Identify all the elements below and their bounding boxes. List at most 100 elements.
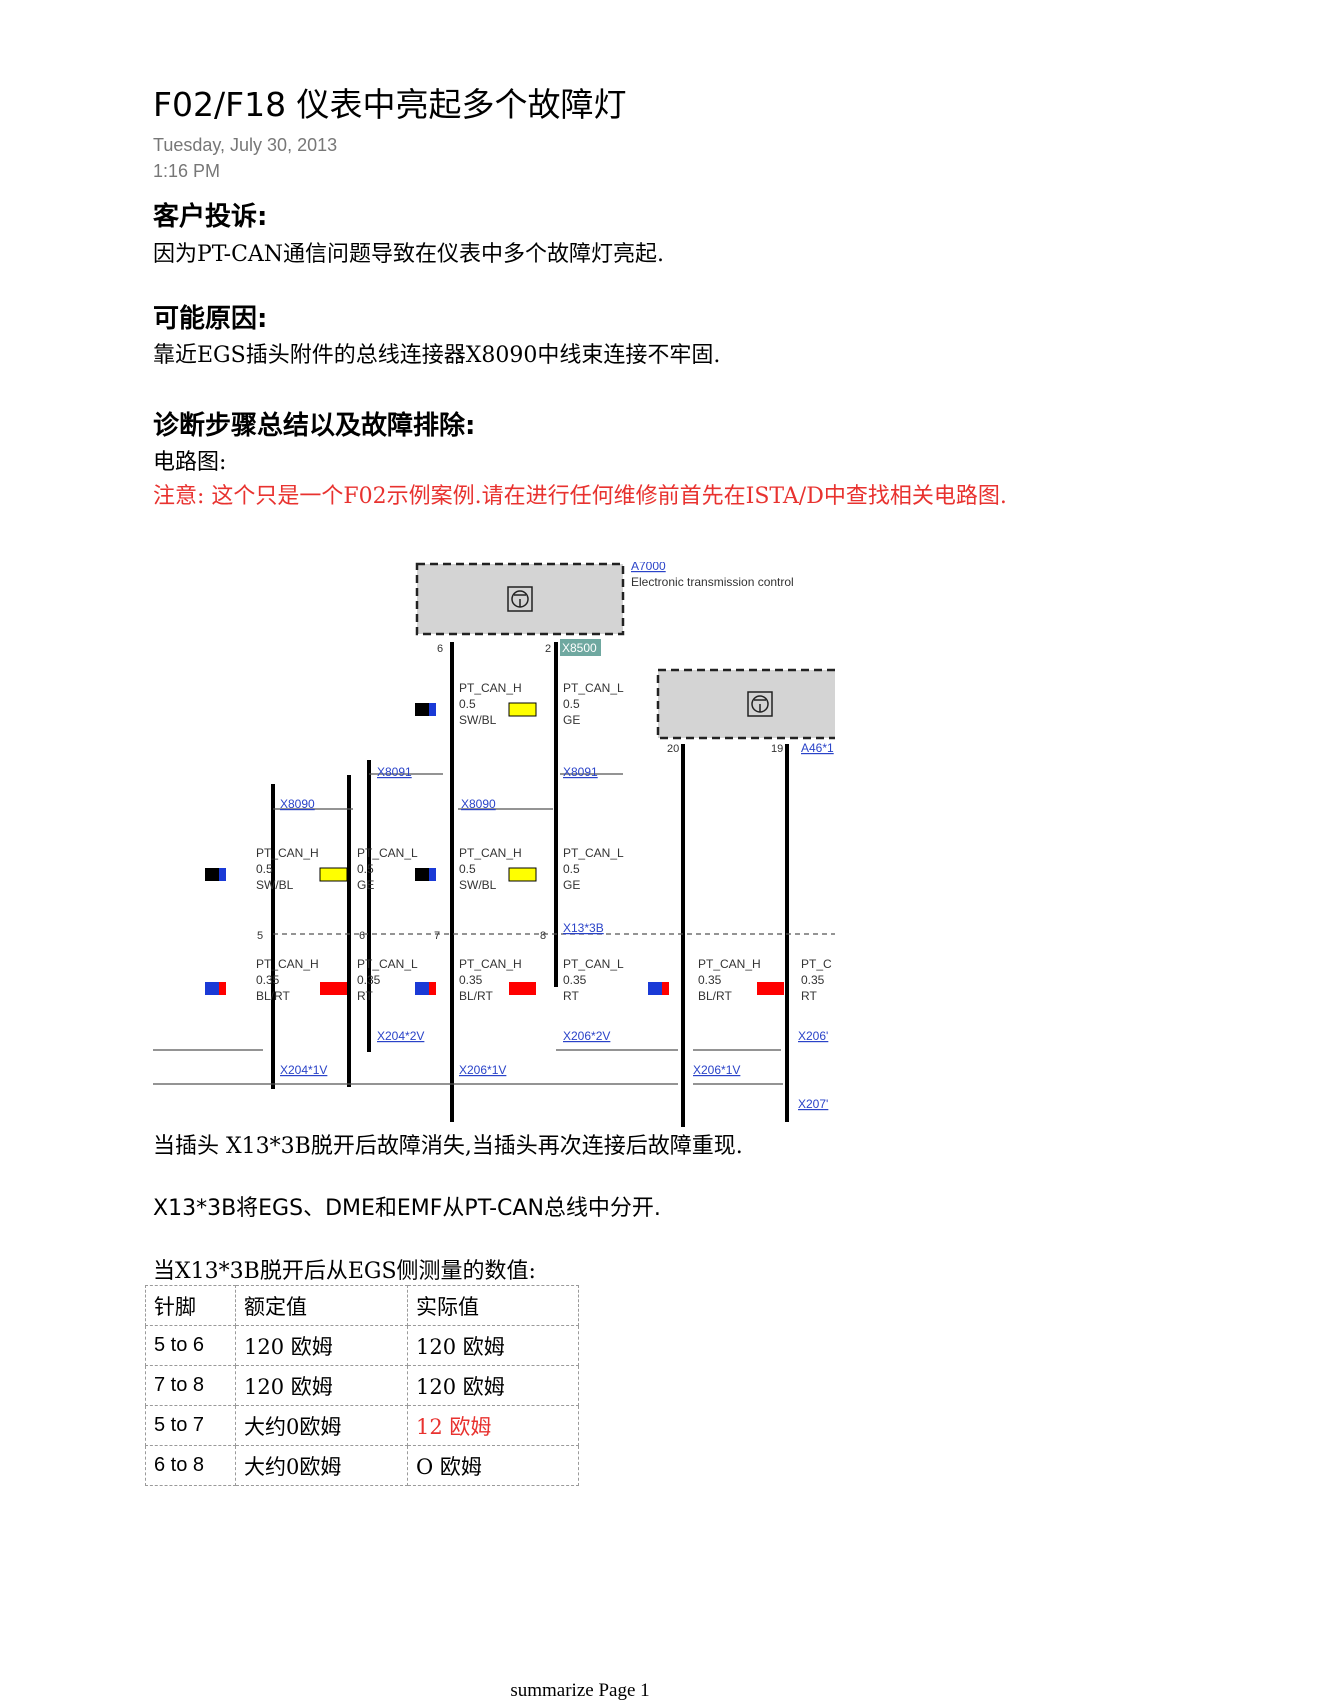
table-cell: 5 to 7 (145, 1405, 236, 1446)
diagnosis-heading: 诊断步骤总结以及故障排除: (153, 411, 476, 441)
x8091-right-label[interactable]: X8091 (563, 765, 598, 779)
table-row: 7 to 8 120 欧姆 120 欧姆 (145, 1365, 579, 1406)
x206-1v-label[interactable]: X206*1V (459, 1063, 506, 1077)
svg-text:RT: RT (357, 989, 373, 1003)
table-cell: 120 欧姆 (407, 1325, 579, 1366)
svg-text:PT_CAN_H: PT_CAN_H (459, 957, 522, 971)
pin-19: 19 (771, 743, 783, 755)
table-header-cell: 针脚 (145, 1285, 236, 1326)
svg-text:PT_C: PT_C (801, 957, 832, 971)
wire-label-mid2-h: PT_CAN_H 0.5 SW/BL (459, 846, 522, 892)
table-cell: 7 to 8 (145, 1365, 236, 1406)
x8500-tag (560, 639, 601, 656)
svg-text:PT_CAN_H: PT_CAN_H (459, 846, 522, 860)
wire-label-low1-l: PT_CAN_L 0.35 RT (357, 957, 418, 1003)
svg-text:0.5: 0.5 (459, 697, 476, 711)
x207-cut-label[interactable]: X207' (798, 1097, 828, 1111)
svg-text:GE: GE (357, 878, 374, 892)
svg-text:SW/BL: SW/BL (459, 713, 497, 727)
second-module-id-link[interactable]: A46*1 (801, 741, 834, 755)
svg-text:PT_CAN_L: PT_CAN_L (357, 957, 418, 971)
wire-label-low2-l: PT_CAN_L 0.35 RT (563, 957, 624, 1003)
pin-20: 20 (667, 743, 679, 755)
x206-cut-label[interactable]: X206' (798, 1029, 828, 1043)
table-cell: 120 欧姆 (235, 1325, 408, 1366)
svg-text:0.5: 0.5 (256, 862, 273, 876)
measurement-table: 针脚 额定值 实际值 5 to 6 120 欧姆 120 欧姆 7 to 8 1… (145, 1285, 579, 1486)
page-footer: summarize Page 1 (510, 1680, 650, 1701)
table-row: 6 to 8 大约0欧姆 O 欧姆 (145, 1445, 579, 1486)
observation-text-1: 当插头 X13*3B脱开后故障消失,当插头再次连接后故障重现. (153, 1134, 743, 1159)
pin-6-top: 6 (437, 643, 443, 655)
table-row: 5 to 6 120 欧姆 120 欧姆 (145, 1325, 579, 1366)
table-header-cell: 额定值 (235, 1285, 408, 1326)
table-cell: 大约0欧姆 (235, 1445, 408, 1486)
x13-3b-label[interactable]: X13*3B (563, 921, 604, 935)
wire-label-mid1-h: PT_CAN_H 0.5 SW/BL (256, 846, 319, 892)
svg-text:RT: RT (801, 989, 817, 1003)
x204-1v-label[interactable]: X204*1V (280, 1063, 327, 1077)
svg-text:BL/RT: BL/RT (698, 989, 732, 1003)
wire-label-low3-l: PT_C 0.35 RT (801, 957, 832, 1003)
svg-text:0.35: 0.35 (801, 973, 825, 987)
observation-text-2: X13*3B将EGS、DME和EMF从PT-CAN总线中分开. (153, 1196, 661, 1221)
date-stamp: Tuesday, July 30, 2013 (153, 135, 338, 155)
table-cell-highlight: 12 欧姆 (407, 1405, 579, 1446)
observation-text-3: 当X13*3B脱开后从EGS侧测量的数值: (153, 1259, 536, 1284)
pin-6: 6 (359, 930, 365, 942)
x204-2v-label[interactable]: X204*2V (377, 1029, 424, 1043)
svg-text:PT_CAN_L: PT_CAN_L (563, 957, 624, 971)
pin-8: 8 (540, 930, 546, 942)
module-description: Electronic transmission control (631, 575, 794, 589)
wire-label-top-h: PT_CAN_H 0.5 SW/BL (459, 681, 522, 727)
warning-note: 注意: 这个只是一个F02示例案例.请在进行任何维修前首先在ISTA/D中查找相… (153, 484, 1007, 509)
svg-text:PT_CAN_L: PT_CAN_L (357, 846, 418, 860)
circuit-diagram-label: 电路图: (153, 450, 227, 475)
wire-lines (271, 642, 789, 1127)
cause-heading: 可能原因: (153, 304, 268, 334)
second-module-box (656, 668, 835, 740)
svg-text:0.35: 0.35 (256, 973, 280, 987)
svg-text:RT: RT (563, 989, 579, 1003)
wire-label-low1-h: PT_CAN_H 0.35 BL/RT (256, 957, 319, 1003)
wire-label-low3-h: PT_CAN_H 0.35 BL/RT (698, 957, 761, 1003)
table-cell: 6 to 8 (145, 1445, 236, 1486)
svg-text:PT_CAN_H: PT_CAN_H (256, 846, 319, 860)
svg-text:BL/RT: BL/RT (459, 989, 493, 1003)
x8090-right-label[interactable]: X8090 (461, 797, 496, 811)
svg-text:0.35: 0.35 (459, 973, 483, 987)
module-id-link[interactable]: A7000 (631, 562, 666, 573)
svg-text:GE: GE (563, 878, 580, 892)
table-header-cell: 实际值 (407, 1285, 579, 1326)
table-cell: O 欧姆 (407, 1445, 579, 1486)
x206-1v-right-label[interactable]: X206*1V (693, 1063, 740, 1077)
wire-label-mid2-l: PT_CAN_L 0.5 GE (563, 846, 624, 892)
x8091-left-label[interactable]: X8091 (377, 765, 412, 779)
svg-text:BL/RT: BL/RT (256, 989, 290, 1003)
svg-text:0.35: 0.35 (357, 973, 381, 987)
x206-2v-label[interactable]: X206*2V (563, 1029, 610, 1043)
wire-label-low2-h: PT_CAN_H 0.35 BL/RT (459, 957, 522, 1003)
table-cell: 120 欧姆 (235, 1365, 408, 1406)
pin-2-top: 2 (545, 643, 551, 655)
svg-text:SW/BL: SW/BL (459, 878, 497, 892)
table-header-row: 针脚 额定值 实际值 (145, 1285, 579, 1326)
x8500-label[interactable]: X8500 (562, 641, 597, 655)
ecu-symbol-icon (507, 586, 533, 612)
svg-text:0.35: 0.35 (563, 973, 587, 987)
complaint-text: 因为PT-CAN通信问题导致在仪表中多个故障灯亮起. (153, 242, 665, 267)
x8090-left-label[interactable]: X8090 (280, 797, 315, 811)
svg-text:PT_CAN_H: PT_CAN_H (698, 957, 761, 971)
svg-text:GE: GE (563, 713, 580, 727)
wire-label-top-l: PT_CAN_L 0.5 GE (563, 681, 624, 727)
svg-text:SW/BL: SW/BL (256, 878, 294, 892)
connector-lines (153, 773, 783, 1085)
time-stamp: 1:16 PM (153, 161, 221, 181)
cause-text: 靠近EGS插头附件的总线连接器X8090中线束连接不牢固. (153, 343, 721, 368)
table-cell: 大约0欧姆 (235, 1405, 408, 1446)
svg-text:0.5: 0.5 (357, 862, 374, 876)
table-row: 5 to 7 大约0欧姆 12 欧姆 (145, 1405, 579, 1446)
svg-text:PT_CAN_H: PT_CAN_H (256, 957, 319, 971)
ecu-symbol-icon-2 (747, 691, 773, 717)
complaint-heading: 客户投诉: (153, 202, 268, 232)
